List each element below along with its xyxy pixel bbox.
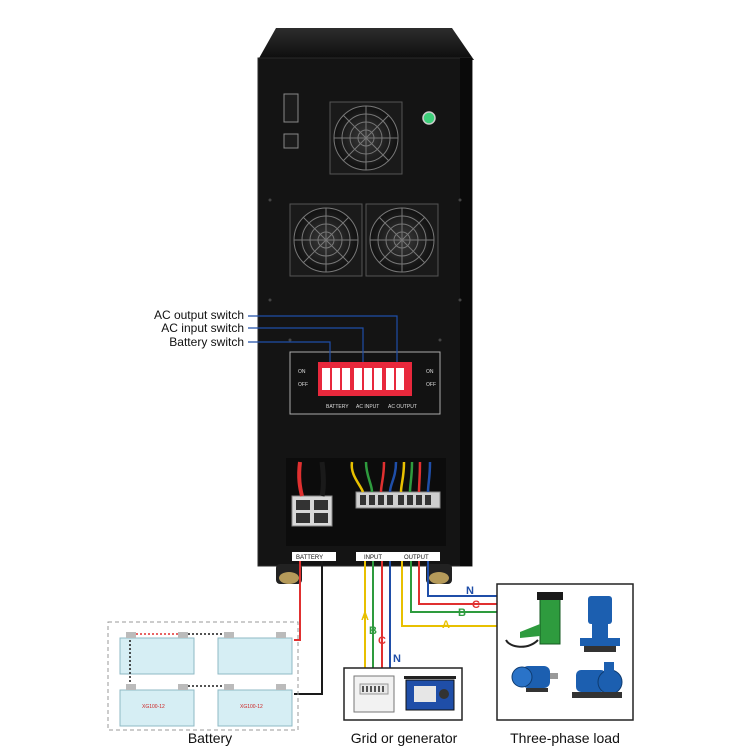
- phase-b-output: B: [458, 607, 466, 619]
- phase-b-input: B: [369, 625, 377, 637]
- terminal-compartment: BATTERY INPUT OUTPUT: [286, 458, 446, 561]
- vertical-pump-icon: [580, 596, 620, 652]
- caption-battery: Battery: [187, 730, 233, 746]
- caption-load: Three-phase load: [510, 730, 620, 746]
- breaker-label-ac-output: AC OUTPUT: [388, 404, 417, 410]
- callout-ac-output-switch: AC output switch: [153, 308, 244, 322]
- battery-negative-wire: [294, 561, 323, 695]
- wire-phase-labels: A B C N N C B A: [361, 585, 480, 665]
- terminal-label-battery: BATTERY: [296, 555, 323, 561]
- rocker-switch-2: [283, 133, 299, 149]
- power-rocker-switch: [283, 93, 299, 123]
- distribution-board-icon: [353, 675, 395, 713]
- phase-c-output: C: [472, 599, 480, 611]
- breaker-on-left: ON: [298, 369, 306, 375]
- phase-n-output: N: [466, 585, 474, 597]
- electric-motor-icon: [511, 666, 558, 692]
- cooling-fan-left: [289, 203, 363, 277]
- submersible-pump-icon: [505, 592, 563, 648]
- callout-ac-input-switch: AC input switch: [161, 321, 244, 335]
- battery-cell: [217, 632, 293, 675]
- battery-model-label-2: XG100-12: [240, 704, 263, 710]
- terminal-label-input: INPUT: [364, 555, 382, 561]
- terminal-label-output: OUTPUT: [404, 555, 429, 561]
- battery-cell: [119, 632, 195, 675]
- indicator-led-icon: [422, 111, 436, 125]
- phase-c-input: C: [378, 635, 386, 647]
- breaker-panel: ON OFF ON OFF BATTERY AC INPUT AC OUTPUT: [289, 351, 441, 415]
- external-wiring: [294, 561, 497, 695]
- three-phase-load-box: [496, 583, 634, 721]
- horizontal-pump-icon: [572, 662, 623, 698]
- breaker-off-left: OFF: [298, 382, 308, 388]
- breaker-on-right: ON: [426, 369, 434, 375]
- battery-bank: XG100-12 XG100-12: [107, 621, 299, 731]
- cabinet-side-shade: [460, 58, 472, 566]
- inverter-cabinet: ON OFF ON OFF BATTERY AC INPUT AC OUTPUT: [257, 28, 474, 584]
- phase-n-input: N: [393, 653, 401, 665]
- phase-a-output: A: [442, 619, 450, 631]
- breaker-label-ac-input: AC INPUT: [356, 404, 379, 410]
- battery-cell: XG100-12: [119, 684, 195, 727]
- breaker-label-battery: BATTERY: [326, 404, 349, 410]
- breaker-toggles: [322, 368, 404, 390]
- cooling-fan-top: [329, 101, 403, 175]
- caster-wheels: [276, 564, 452, 584]
- callout-battery-switch: Battery switch: [169, 335, 244, 349]
- cooling-fan-right: [365, 203, 439, 277]
- battery-model-label: XG100-12: [142, 704, 165, 710]
- battery-cell: XG100-12: [217, 684, 293, 727]
- cabinet-screws: [268, 198, 462, 342]
- battery-positive-wire: [294, 561, 301, 641]
- breaker-off-right: OFF: [426, 382, 436, 388]
- cabinet-top: [258, 28, 474, 60]
- callout-lines: [248, 315, 398, 362]
- generator-icon: [404, 676, 456, 711]
- phase-a-input: A: [361, 611, 369, 623]
- grid-generator-box: [343, 667, 463, 721]
- caption-grid: Grid or generator: [350, 730, 458, 746]
